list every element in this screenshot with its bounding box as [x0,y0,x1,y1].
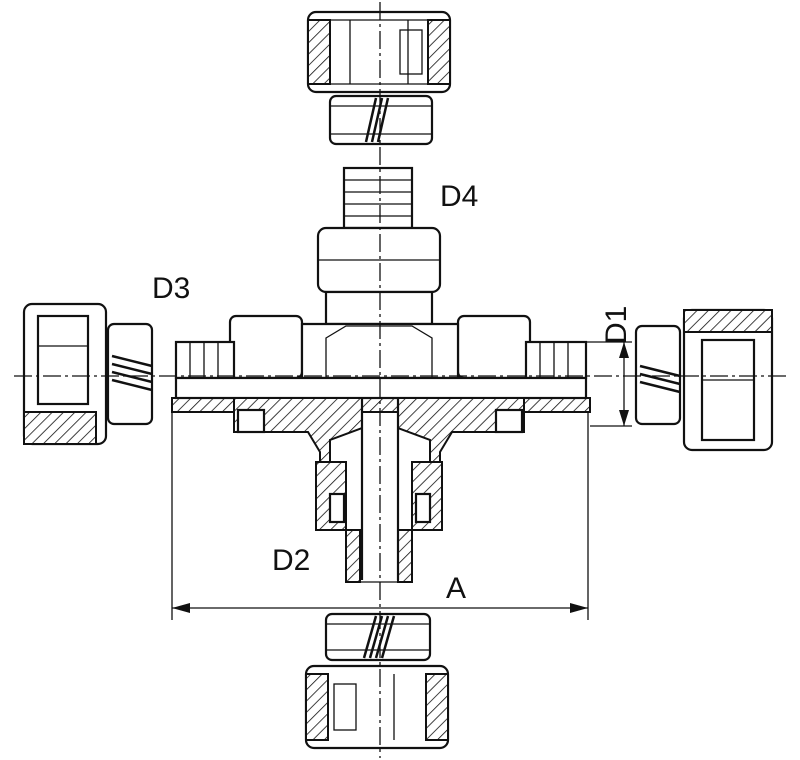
dimension-d1 [580,341,632,427]
left-compression-nut [22,302,154,446]
label-d1: D1 [600,306,633,344]
bottom-compression-nut [304,612,450,750]
top-compression-nut [306,10,452,94]
cross-body [171,314,591,583]
right-compression-nut [634,308,774,452]
label-a: A [446,572,466,605]
dimension-a [171,412,589,620]
label-d4: D4 [440,180,478,213]
label-d2: D2 [272,544,310,577]
top-spigot [316,166,442,326]
label-d3: D3 [152,272,190,305]
top-ferrule-ring [328,94,434,146]
